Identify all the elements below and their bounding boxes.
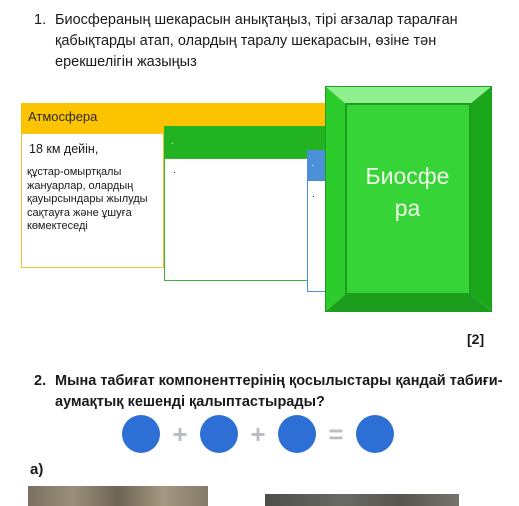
biosphere-block [325,86,492,312]
blue-panel-title: . [311,158,314,169]
marks-badge: [2] [467,331,485,347]
result-circle [356,415,394,453]
blue-panel-answer-box[interactable]: . [307,180,326,292]
green-panel-body: . [173,165,176,176]
components-equation: + + = [122,415,394,453]
plus-sign-2: + [250,419,265,449]
equals-sign: = [328,419,343,449]
atmosphere-title: Атмосфера [28,109,98,124]
biosphere-label: Биосфе ра [345,160,470,224]
landscape-photo-1 [28,486,208,506]
component-circle-1 [122,415,160,453]
question-1-number: 1. [34,12,47,28]
biosphere-label-line-1: Биосфе [365,163,450,189]
component-circle-2 [200,415,238,453]
plus-sign-1: + [172,419,187,449]
component-circle-3 [278,415,316,453]
blue-panel-body: . [312,189,315,200]
atmosphere-limit: 18 км дейін, [29,142,99,156]
biosphere-label-line-2: ра [394,195,421,221]
atmosphere-answer-box: 18 км дейін, құстар-омыртқалы жануарлар,… [21,133,164,268]
blue-panel-header: . [307,150,326,180]
green-panel-title: . [171,136,174,147]
atmosphere-description: құстар-омыртқалы жануарлар, олардың қауы… [27,166,148,232]
question-2-number: 2. [34,373,47,389]
sub-question-a-label: а) [30,461,44,478]
green-panel-answer-box[interactable]: . [164,158,326,281]
question-1-text: Биосфераның шекарасын анықтаңыз, тірі ағ… [55,12,458,70]
question-2-text: Мына табиғат компоненттерінің қосылыстар… [55,373,503,410]
landscape-photo-2 [265,494,459,506]
green-panel-header: . [164,126,326,158]
